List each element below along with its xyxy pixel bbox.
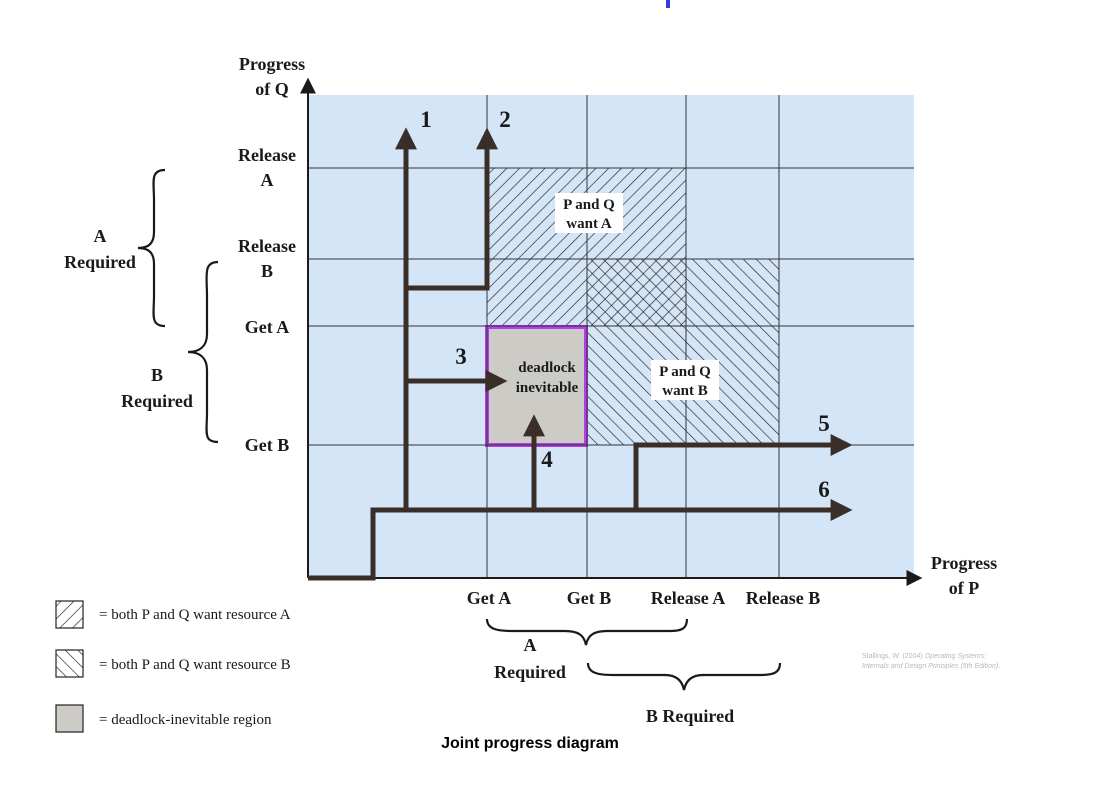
path-label-4: 4: [541, 447, 553, 472]
hatch-b-icon: [55, 649, 84, 678]
svg-text:of P: of P: [949, 578, 980, 598]
brace-a-required-left: [137, 168, 166, 328]
svg-text:A: A: [524, 635, 537, 655]
path-label-6: 6: [818, 477, 830, 502]
svg-text:inevitable: inevitable: [516, 380, 579, 396]
path-2: [406, 127, 499, 291]
grid: [308, 95, 914, 578]
path-label-1: 1: [420, 107, 432, 132]
region-label-pq-want-b: P and Q want B: [651, 360, 719, 400]
y-tick-release-b: Release B: [238, 236, 296, 281]
label-a-required-bottom: A Required: [494, 635, 566, 682]
y-axis-title: Progress of Q: [239, 54, 305, 99]
figure-caption: Joint progress diagram: [441, 735, 619, 752]
svg-text:deadlock: deadlock: [518, 360, 576, 376]
svg-text:Required: Required: [64, 252, 136, 272]
execution-paths: [308, 127, 853, 581]
svg-text:A: A: [94, 226, 107, 246]
svg-text:B: B: [261, 261, 273, 281]
svg-text:Release: Release: [238, 236, 296, 256]
top-mark: [666, 0, 670, 8]
path-label-5: 5: [818, 411, 830, 436]
label-b-required-bottom: B Required: [646, 706, 734, 726]
y-tick-get-b: Get B: [245, 435, 290, 455]
svg-text:= both P and Q want resource B: = both P and Q want resource B: [99, 657, 291, 673]
label-a-required-left: A Required: [64, 226, 136, 272]
legend-item: = deadlock-inevitable region: [55, 704, 272, 733]
x-tick-get-b: Get B: [567, 588, 612, 608]
svg-text:Stallings, W. (2004) Operating: Stallings, W. (2004) Operating Systems:: [862, 653, 986, 660]
x-tick-get-a: Get A: [467, 588, 512, 608]
path-5: [633, 433, 853, 510]
svg-text:of Q: of Q: [255, 79, 289, 99]
svg-text:P and Q: P and Q: [659, 364, 711, 380]
svg-text:Progress: Progress: [931, 553, 997, 573]
path-label-2: 2: [499, 107, 511, 132]
legend-item: = both P and Q want resource B: [55, 649, 291, 678]
svg-text:want A: want A: [566, 216, 612, 232]
citation: Stallings, W. (2004) Operating Systems: …: [862, 653, 1000, 670]
svg-text:want B: want B: [662, 383, 707, 399]
region-label-deadlock: deadlock inevitable: [516, 360, 579, 396]
svg-text:= both P and Q want resource A: = both P and Q want resource A: [99, 607, 291, 623]
path-label-3: 3: [455, 344, 467, 369]
brace-a-required-bottom: [485, 618, 689, 646]
svg-text:Required: Required: [121, 391, 193, 411]
svg-text:= deadlock-inevitable region: = deadlock-inevitable region: [99, 712, 272, 728]
x-tick-release-b: Release B: [746, 588, 820, 608]
svg-text:B: B: [151, 365, 163, 385]
label-b-required-left: B Required: [121, 365, 193, 411]
x-tick-release-a: Release A: [651, 588, 725, 608]
region-label-pq-want-a: P and Q want A: [555, 193, 623, 233]
hatch-a-icon: [55, 600, 84, 629]
svg-text:Internals and Design Principle: Internals and Design Principles (5th Edi…: [862, 663, 1000, 670]
y-tick-get-a: Get A: [245, 317, 290, 337]
svg-text:P and Q: P and Q: [563, 197, 615, 213]
svg-text:A: A: [261, 170, 274, 190]
region-pq-want-b: [587, 259, 779, 445]
svg-text:Required: Required: [494, 662, 566, 682]
y-tick-release-a: Release A: [238, 145, 296, 190]
svg-text:Progress: Progress: [239, 54, 305, 74]
svg-text:Release: Release: [238, 145, 296, 165]
legend: = both P and Q want resource A = both P …: [55, 600, 291, 733]
gray-box-icon: [55, 704, 84, 733]
legend-item: = both P and Q want resource A: [55, 600, 291, 629]
brace-b-required-left: [187, 260, 219, 444]
path-6: [308, 498, 853, 581]
x-axis-title: Progress of P: [931, 553, 997, 598]
brace-b-required-bottom: [586, 662, 782, 691]
